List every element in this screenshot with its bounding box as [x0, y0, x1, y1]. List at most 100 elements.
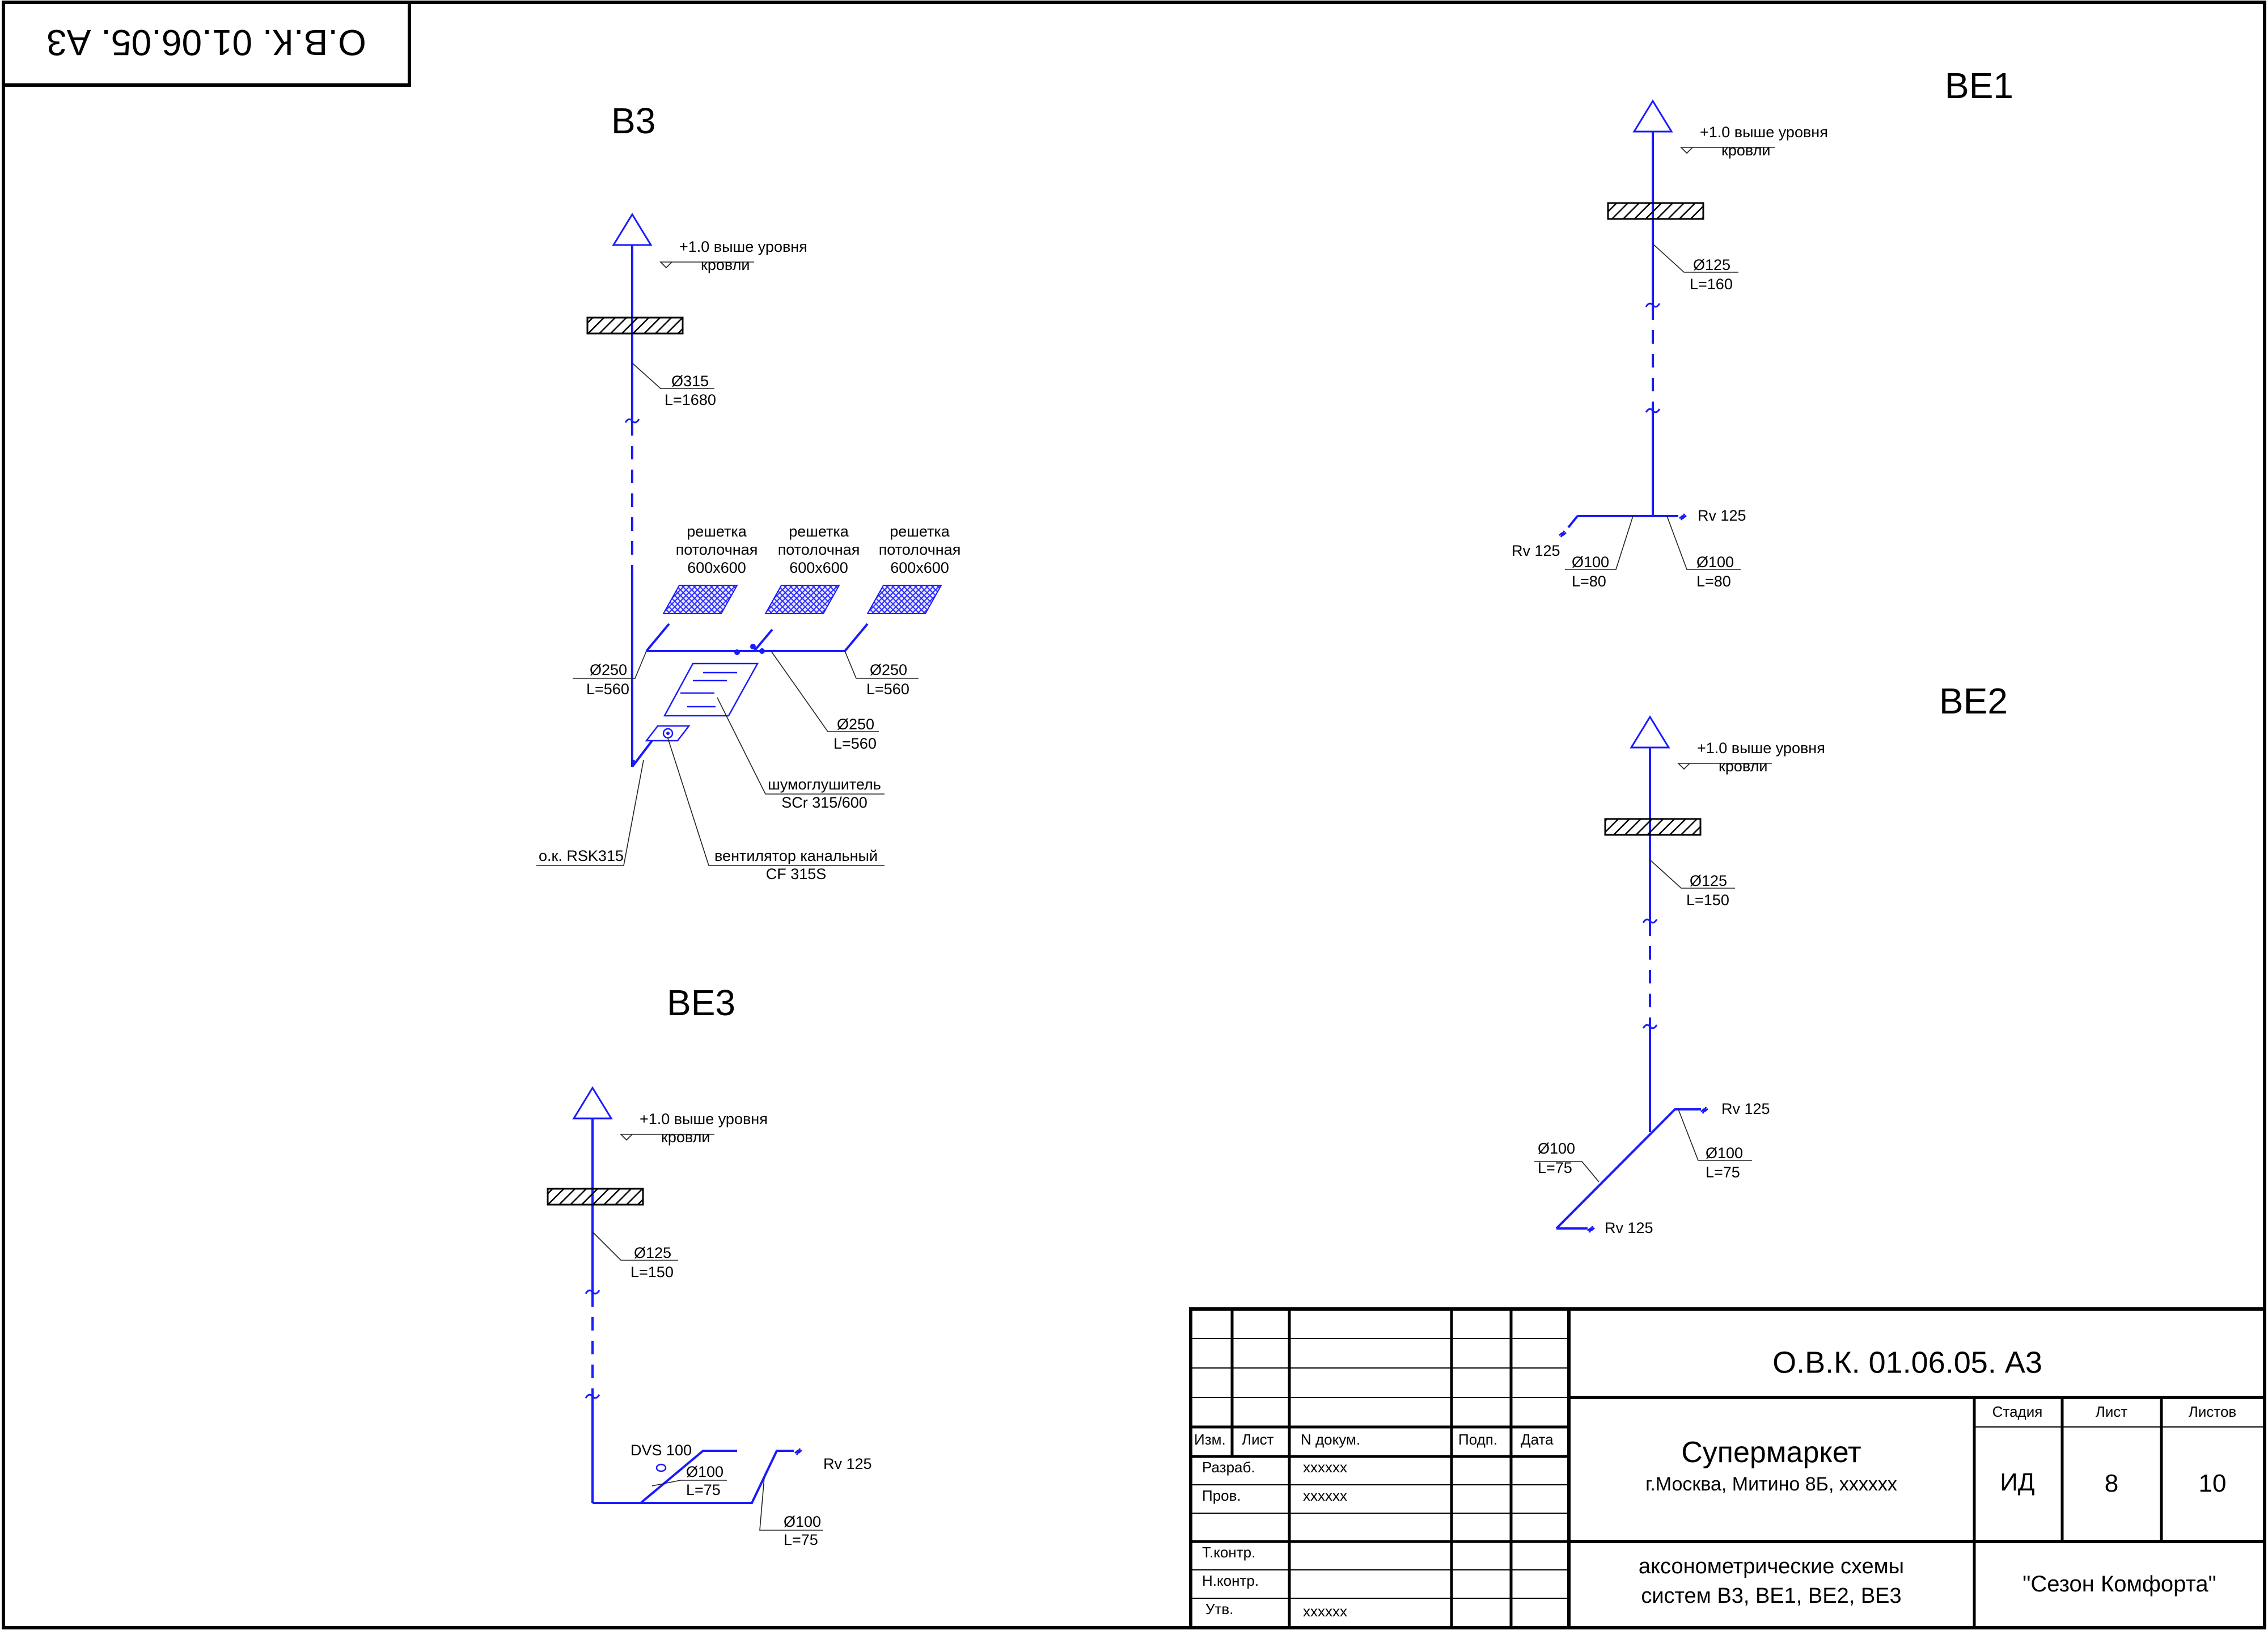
- svg-text:потолочная: потолочная: [676, 541, 758, 558]
- sheet-label: Лист: [2096, 1403, 2128, 1420]
- riser-length: L=150: [1686, 892, 1729, 909]
- roof-slab-icon: [586, 316, 684, 335]
- role-nkontr: Н.контр.: [1202, 1572, 1259, 1589]
- role-razrab: Разраб.: [1202, 1459, 1255, 1476]
- ceiling-grille-icon: [662, 585, 738, 614]
- right-diameter: Ø100: [1696, 554, 1734, 571]
- right-diameter: Ø100: [1706, 1145, 1743, 1162]
- roof-slab-icon: [1607, 202, 1704, 220]
- project-address: г.Москва, Митино 8Б, хххххх: [1645, 1473, 1897, 1495]
- fan-label: вентилятор канальный: [714, 847, 878, 864]
- left-length: L=80: [1572, 573, 1606, 590]
- stage-value: ИД: [2000, 1468, 2034, 1496]
- dvs-label: DVS 100: [631, 1442, 692, 1459]
- branch-right-diameter: Ø250: [870, 661, 907, 678]
- role-tkontr: Т.контр.: [1202, 1544, 1255, 1561]
- branch2-diameter: Ø100: [784, 1513, 821, 1530]
- system-ve1-title: ВЕ1: [1945, 65, 2013, 106]
- riser-diameter: Ø125: [1693, 256, 1730, 273]
- rotated-stamp-code: О.В.К. 01.06.05. А3: [46, 22, 366, 63]
- system-ve2-title: ВЕ2: [1939, 681, 2008, 721]
- left-diameter: Ø100: [1572, 554, 1609, 571]
- ceiling-grille-icon: [866, 585, 942, 614]
- level-note-line1: +1.0 выше уровня: [1700, 124, 1828, 141]
- roof-vent-icon: [572, 1086, 613, 1120]
- level-note-line2: кровли: [661, 1129, 710, 1146]
- drawing-title-line2: систем В3, ВЕ1, ВЕ2, ВЕ3: [1641, 1584, 1901, 1608]
- sheets-label: Листов: [2189, 1403, 2236, 1420]
- svg-text:600х600: 600х600: [687, 559, 746, 576]
- rv-label: Rv 125: [823, 1455, 872, 1472]
- system-v3: В3 +1.0 выше уровня кровли Ø315 L=1680 р…: [536, 100, 960, 882]
- grille-2: решетка потолочная 600х600: [764, 523, 860, 614]
- roof-vent-icon: [1632, 99, 1673, 133]
- stage-label: Стадия: [1992, 1403, 2043, 1420]
- name-razrab: хххххх: [1303, 1459, 1347, 1476]
- rv-left: Rv 125: [1512, 542, 1560, 559]
- branch1-length: L=75: [686, 1481, 721, 1498]
- level-note-line2: кровли: [1721, 142, 1770, 159]
- svg-text:решетка: решетка: [789, 523, 849, 540]
- branch-mid-length: L=560: [833, 735, 877, 752]
- riser-length: L=1680: [665, 391, 716, 408]
- sheets-value: 10: [2199, 1469, 2227, 1497]
- name-prov: хххххх: [1303, 1487, 1347, 1504]
- svg-text:600х600: 600х600: [890, 559, 949, 576]
- svg-text:600х600: 600х600: [789, 559, 848, 576]
- silencer-model: SCr 315/600: [781, 794, 868, 811]
- system-ve3: ВЕ3 +1.0 выше уровня кровли Ø125 L=150 R…: [547, 982, 872, 1548]
- silencer-icon: [663, 662, 759, 717]
- riser-diameter: Ø315: [671, 373, 709, 390]
- system-v3-title: В3: [611, 100, 655, 141]
- branch-right-length: L=560: [866, 681, 909, 698]
- ceiling-grille-icon: [764, 585, 840, 614]
- right-length: L=75: [1706, 1164, 1740, 1181]
- project-name: Супермаркет: [1681, 1436, 1861, 1469]
- level-note-line2: кровли: [1719, 758, 1767, 775]
- branch2-length: L=75: [784, 1531, 818, 1548]
- system-ve2: ВЕ2 +1.0 выше уровня кровли Ø125 L=150 R…: [1534, 681, 2008, 1236]
- branch-left-diameter: Ø250: [590, 661, 627, 678]
- rv-left: Rv 125: [1605, 1219, 1653, 1236]
- silencer-label: шумоглушитель: [768, 776, 881, 793]
- level-note-line2: кровли: [701, 256, 750, 273]
- riser-length: L=160: [1690, 276, 1733, 293]
- drawing-title-line1: аксонометрические схемы: [1639, 1555, 1904, 1578]
- svg-text:потолочная: потолочная: [778, 541, 860, 558]
- branch-left-length: L=560: [586, 681, 629, 698]
- left-diameter: Ø100: [1538, 1140, 1575, 1157]
- roof-slab-icon: [1604, 818, 1702, 836]
- company-name: "Сезон Комфорта": [2022, 1572, 2216, 1597]
- dvs-diffuser-icon: [655, 1463, 667, 1472]
- col-data: Дата: [1521, 1431, 1554, 1448]
- rv-right: Rv 125: [1721, 1100, 1770, 1117]
- title-block: [1189, 1307, 2266, 1629]
- riser-diameter: Ø125: [634, 1244, 671, 1261]
- riser-length: L=150: [631, 1264, 674, 1281]
- system-ve3-title: ВЕ3: [667, 982, 735, 1023]
- left-length: L=75: [1538, 1159, 1572, 1176]
- level-note-line1: +1.0 выше уровня: [640, 1110, 768, 1128]
- riser-diameter: Ø125: [1690, 872, 1727, 889]
- col-izm: Изм.: [1194, 1431, 1226, 1448]
- col-ndoc: N докум.: [1301, 1431, 1360, 1448]
- sheet-value: 8: [2105, 1469, 2118, 1497]
- col-list: Лист: [1242, 1431, 1274, 1448]
- right-length: L=80: [1696, 573, 1731, 590]
- branch-mid-diameter: Ø250: [837, 716, 874, 733]
- role-prov: Пров.: [1202, 1487, 1241, 1504]
- grille-3: решетка потолочная 600х600: [866, 523, 961, 614]
- level-note-line1: +1.0 выше уровня: [1697, 740, 1825, 757]
- branch1-diameter: Ø100: [686, 1463, 723, 1480]
- name-utv: хххххх: [1303, 1603, 1347, 1620]
- drawing-code: О.В.К. 01.06.05. А3: [1772, 1345, 2042, 1379]
- roof-slab-icon: [547, 1188, 644, 1206]
- fan-model: CF 315S: [766, 865, 827, 882]
- svg-text:решетка: решетка: [890, 523, 950, 540]
- rv-right: Rv 125: [1698, 507, 1746, 524]
- col-podp: Подп.: [1458, 1431, 1497, 1448]
- role-utv: Утв.: [1205, 1601, 1233, 1618]
- svg-text:потолочная: потолочная: [879, 541, 961, 558]
- valve-label: о.к. RSK315: [539, 847, 624, 864]
